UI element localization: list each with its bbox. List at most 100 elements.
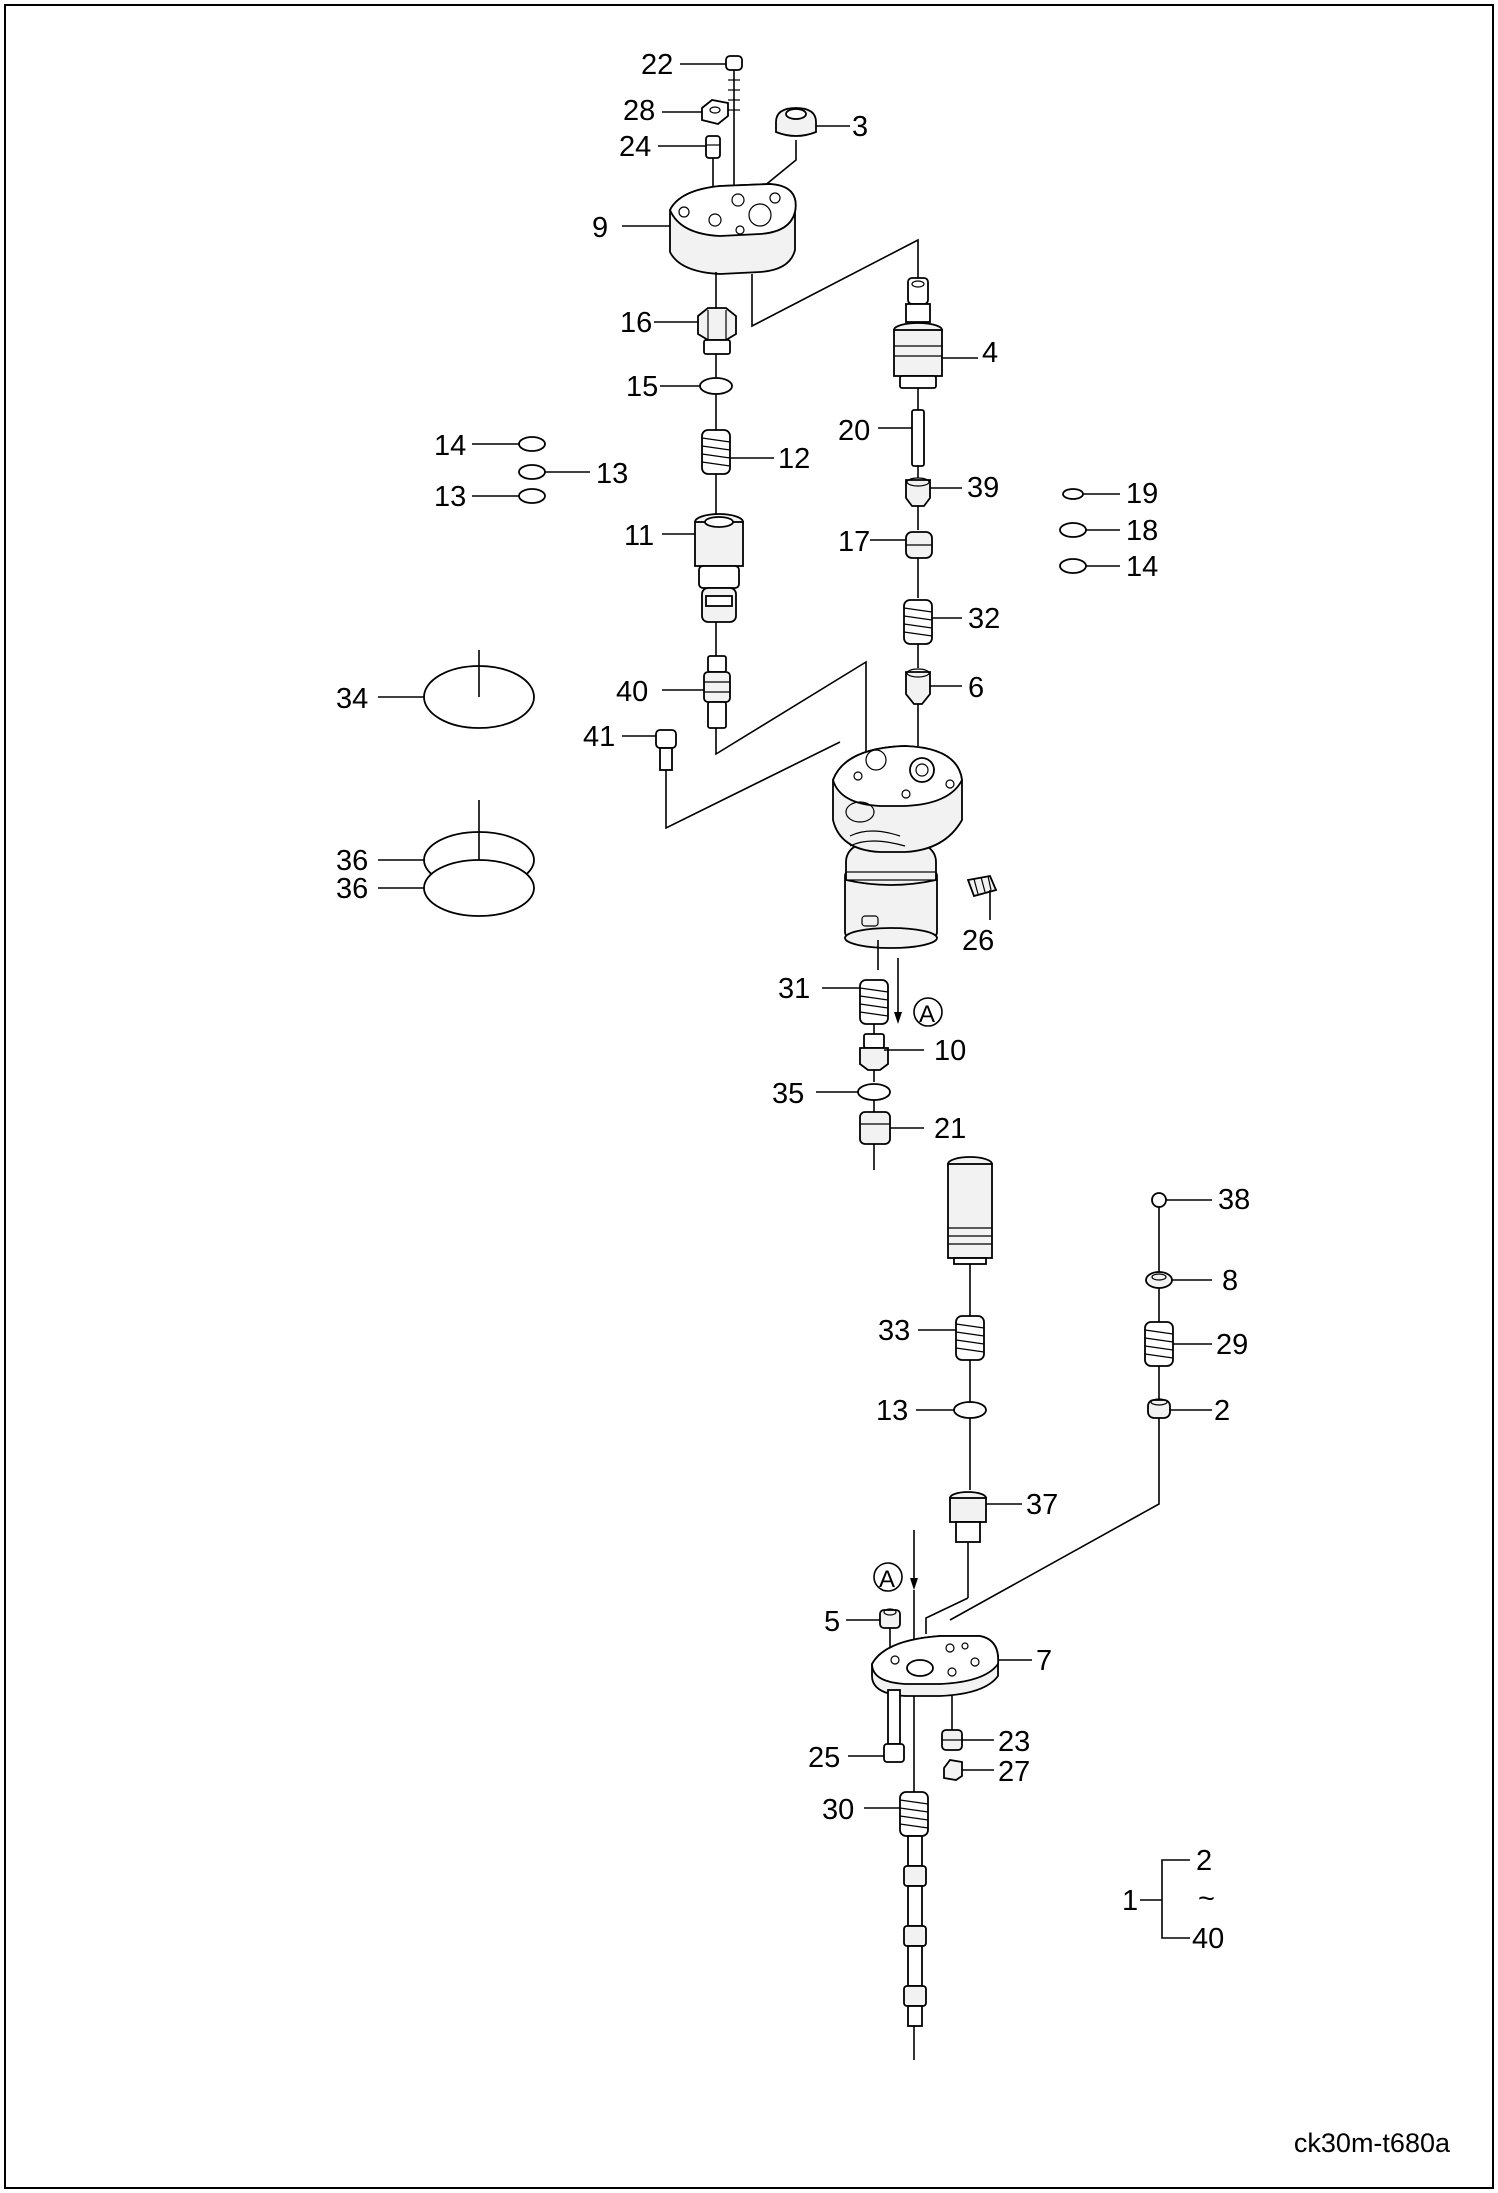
callout-23: 23: [998, 1726, 1030, 1758]
callout-35: 35: [772, 1078, 804, 1110]
callout-14-left: 14: [434, 430, 466, 462]
callout-17: 17: [838, 526, 870, 558]
part-34-o-ring-large: [423, 650, 535, 729]
part-8-seat: [1145, 1271, 1173, 1289]
range-from-label: 2: [1196, 1845, 1212, 1877]
callout-39: 39: [967, 472, 999, 504]
callout-16: 16: [620, 307, 652, 339]
part-5-plug: [879, 1608, 901, 1629]
callout-21: 21: [934, 1113, 966, 1145]
callout-27: 27: [998, 1756, 1030, 1788]
part-33-spring: [955, 1315, 985, 1361]
range-bracket: [1140, 1859, 1190, 1939]
part-13-ring-lower: [953, 1401, 987, 1419]
callout-7: 7: [1036, 1645, 1052, 1677]
callout-13-left-a: 13: [596, 458, 628, 490]
part-41-bolt: [655, 729, 677, 771]
view-marker-a-upper: [913, 997, 943, 1027]
range-to-label: 40: [1192, 1923, 1224, 1955]
callout-37: 37: [1026, 1489, 1058, 1521]
callout-28: 28: [623, 95, 655, 127]
callout-a-lower: A: [879, 1566, 895, 1593]
drawing-frame: [4, 4, 1494, 2189]
callout-20: 20: [838, 415, 870, 447]
part-6-poppet: [905, 668, 931, 705]
callout-26: 26: [962, 925, 994, 957]
callout-30: 30: [822, 1794, 854, 1826]
callout-13-lower: 13: [876, 1395, 908, 1427]
callout-18: 18: [1126, 515, 1158, 547]
part-37-guide: [949, 1491, 987, 1543]
range-parent-label: 1: [1122, 1885, 1138, 1917]
callout-31: 31: [778, 973, 810, 1005]
callout-8: 8: [1222, 1265, 1238, 1297]
callout-41: 41: [583, 721, 615, 753]
part-18-ring: [1059, 522, 1087, 538]
callout-11: 11: [624, 520, 654, 552]
callout-6: 6: [968, 672, 984, 704]
part-21-sleeve: [859, 1111, 891, 1145]
callout-34: 34: [336, 683, 368, 715]
callout-13-left-b: 13: [434, 481, 466, 513]
part-24-setscrew: [705, 135, 721, 159]
part-39-piston: [905, 477, 931, 507]
range-tilde: ~: [1198, 1883, 1215, 1915]
callout-22: 22: [641, 49, 673, 81]
part-9-plate: [669, 183, 797, 275]
part-19-ball: [1062, 488, 1084, 500]
view-marker-a-lower: [873, 1562, 903, 1592]
callout-40-part: 40: [616, 676, 648, 708]
part-16-fitting: [697, 307, 737, 355]
part-32-spring: [903, 599, 933, 645]
part-7-plate: [871, 1635, 1000, 1697]
part-spool-rod: [903, 1835, 927, 2027]
callout-25: 25: [808, 1742, 840, 1774]
callout-15: 15: [626, 371, 658, 403]
part-30-spring: [899, 1791, 929, 1837]
callout-36-b: 36: [336, 873, 368, 905]
part-25-bolt: [883, 1689, 905, 1763]
part-38-ball: [1151, 1192, 1167, 1208]
part-35-o-ring: [857, 1083, 891, 1101]
part-23-setscrew: [941, 1729, 963, 1751]
part-40-nozzle: [703, 655, 731, 729]
part-14-seal-left: [518, 436, 546, 452]
part-3-cap: [775, 107, 817, 137]
drawing-code: ck30m-t680a: [1293, 2128, 1450, 2158]
part-15-o-ring: [699, 377, 733, 395]
callout-29: 29: [1216, 1329, 1248, 1361]
part-31-spring: [859, 979, 889, 1025]
part-29-spring: [1144, 1321, 1174, 1367]
part-22-bolt: [725, 55, 743, 128]
part-11-valve-cartridge: [694, 513, 744, 623]
callout-33: 33: [878, 1315, 910, 1347]
callout-14-right: 14: [1126, 551, 1158, 583]
part-20-pin: [911, 409, 925, 467]
part-12-spring: [701, 429, 731, 475]
callout-19: 19: [1126, 478, 1158, 510]
part-4-valve-stem: [893, 277, 943, 389]
callout-38: 38: [1218, 1184, 1250, 1216]
callout-a-upper: A: [919, 1001, 935, 1028]
callout-9: 9: [592, 212, 608, 244]
callout-3: 3: [852, 111, 868, 143]
callout-24: 24: [619, 131, 651, 163]
part-36-backup-rings: [423, 800, 535, 917]
part-plunger-rod: [947, 1156, 993, 1265]
part-10-plunger: [859, 1033, 889, 1071]
callout-10: 10: [934, 1035, 966, 1067]
callout-2: 2: [1214, 1395, 1230, 1427]
part-13-ring-left-a: [518, 464, 546, 480]
main-valve-body: [832, 745, 963, 949]
part-26-plug: [966, 874, 998, 898]
callout-5: 5: [824, 1606, 840, 1638]
part-2-seat: [1147, 1398, 1171, 1419]
callout-32: 32: [968, 603, 1000, 635]
part-17-seat: [905, 531, 933, 559]
callout-36-a: 36: [336, 845, 368, 877]
part-13-ring-left-b: [518, 488, 546, 504]
part-14-seal-right: [1059, 558, 1087, 574]
callout-12: 12: [778, 443, 810, 475]
part-28-nut: [701, 99, 729, 125]
